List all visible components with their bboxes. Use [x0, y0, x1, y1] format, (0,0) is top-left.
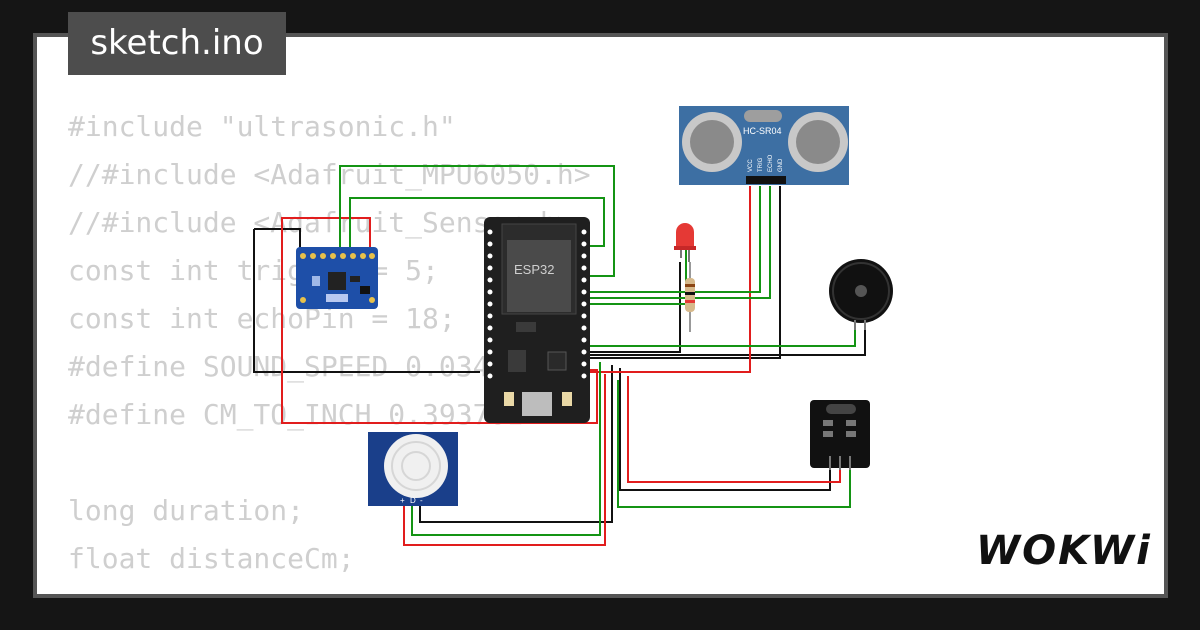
buzzer[interactable] — [829, 259, 893, 330]
wire-black — [585, 320, 866, 356]
mpu6050-module[interactable] — [296, 247, 378, 309]
pir-sensor[interactable]: + D - — [368, 432, 458, 506]
wire-green — [585, 186, 771, 299]
wokwi-logo: WOKWi — [976, 528, 1152, 574]
wire-black — [619, 368, 831, 491]
wire-red — [281, 217, 598, 424]
pir-pin-plus: + — [400, 496, 405, 505]
code-line: long duration; — [68, 494, 305, 527]
hcsr04-pin-vcc: VCC — [748, 159, 754, 172]
hcsr04-sensor[interactable]: HC-SR04 VCC TRIG ECHO GND — [679, 106, 849, 185]
esp32-board[interactable]: ESP32 — [484, 217, 590, 423]
code-line: #define SOUND_SPEED 0.034 — [68, 350, 490, 383]
wires — [253, 165, 866, 546]
code-line: float distanceCm; — [68, 542, 355, 575]
pir-pin-minus: - — [420, 496, 423, 505]
code-line: //#include <Adafruit_MPU6050.h> — [68, 158, 591, 191]
wire-green — [585, 320, 856, 347]
hcsr04-label: HC-SR04 — [743, 126, 782, 136]
wire-green — [411, 362, 601, 536]
wire-green — [585, 186, 761, 293]
hcsr04-pin-trig: TRIG — [758, 157, 764, 172]
esp32-pins-left — [487, 229, 493, 379]
wire-black — [419, 365, 613, 523]
hcsr04-pin-gnd: GND — [778, 158, 784, 172]
wire-red — [585, 186, 751, 373]
resistor[interactable] — [685, 262, 695, 332]
temperature-sensor-module[interactable] — [810, 400, 870, 470]
wire-green — [339, 165, 615, 277]
diagram-canvas: #include "ultrasonic.h" //#include <Adafr… — [37, 37, 1164, 594]
wire-black — [585, 186, 781, 359]
wire-red — [403, 374, 606, 546]
code-line: float distanceInch; — [68, 583, 591, 594]
wire-green — [617, 380, 851, 508]
file-tab[interactable]: sketch.ino — [68, 12, 286, 75]
red-led[interactable] — [674, 223, 696, 262]
wire-green — [349, 197, 605, 252]
code-preview: #include "ultrasonic.h" //#include <Adafr… — [68, 103, 591, 594]
code-line: #include "ultrasonic.h" — [68, 110, 456, 143]
wire-black — [254, 228, 301, 252]
code-line: #define CM_TO_INCH 0.393701 — [68, 398, 524, 431]
wire-red — [627, 376, 841, 483]
hcsr04-pin-echo: ECHO — [768, 154, 774, 172]
wire-black — [253, 229, 480, 373]
pir-pin-d: D — [410, 496, 416, 505]
esp32-label: ESP32 — [514, 262, 554, 277]
esp32-pins-right — [581, 229, 587, 379]
